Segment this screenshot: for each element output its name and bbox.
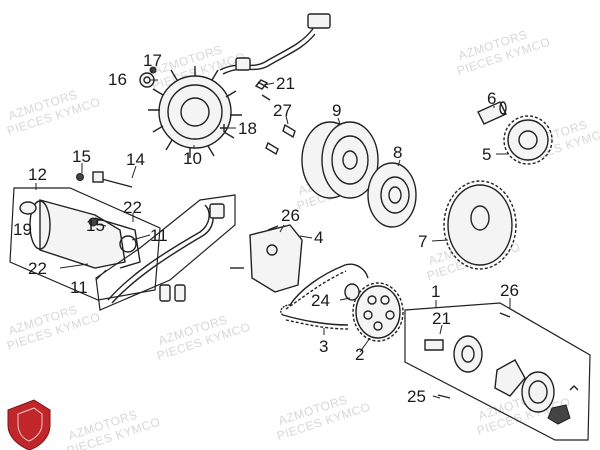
leader-lines bbox=[35, 68, 511, 399]
label-15-top: 15 bbox=[72, 147, 91, 166]
label-17: 17 bbox=[143, 51, 162, 70]
brand-logo bbox=[7, 399, 51, 450]
label-16: 16 bbox=[108, 70, 127, 89]
drive-chain bbox=[280, 263, 369, 330]
label-5: 5 bbox=[482, 145, 491, 164]
label-22-top: 22 bbox=[123, 198, 142, 217]
label-4: 4 bbox=[314, 228, 323, 247]
starter-motor bbox=[9, 187, 161, 301]
label-7: 7 bbox=[418, 232, 427, 251]
label-6: 6 bbox=[487, 89, 496, 108]
label-11-right: 11 bbox=[150, 226, 168, 245]
label-21-top: 21 bbox=[276, 74, 295, 93]
label-26-bottom: 25 bbox=[407, 387, 426, 406]
screw-set bbox=[76, 171, 133, 188]
label-22-bottom: 22 bbox=[28, 259, 47, 278]
label-24: 24 bbox=[311, 291, 330, 310]
label-2: 2 bbox=[355, 345, 364, 364]
label-10: 10 bbox=[183, 149, 202, 168]
starter-clutch bbox=[367, 162, 417, 228]
label-9: 9 bbox=[332, 101, 341, 120]
label-27: 27 bbox=[273, 101, 292, 120]
label-21-bottom: 21 bbox=[432, 309, 451, 328]
label-26-top: 26 bbox=[500, 281, 519, 300]
label-8: 8 bbox=[393, 143, 402, 162]
chain-guide bbox=[230, 224, 303, 293]
label-25: 26 bbox=[281, 206, 300, 225]
label-19: 18 bbox=[238, 119, 257, 138]
oil-pump-assembly bbox=[404, 302, 591, 441]
stator-coil bbox=[148, 13, 331, 158]
label-15-bottom: 15 bbox=[86, 216, 105, 235]
label-12: 12 bbox=[28, 165, 47, 184]
label-1: 1 bbox=[431, 282, 440, 301]
part-labels: 12 19 15 14 22 15 11 22 11 16 17 21 27 1… bbox=[13, 51, 519, 406]
idle-gear bbox=[503, 115, 553, 165]
bolt-group bbox=[220, 79, 296, 156]
label-18: 19 bbox=[13, 220, 32, 239]
shaft bbox=[477, 101, 507, 125]
label-3: 3 bbox=[319, 337, 328, 356]
sprocket bbox=[344, 282, 404, 342]
starter-driven-gear bbox=[443, 180, 517, 270]
flywheel bbox=[301, 121, 379, 199]
label-14: 14 bbox=[126, 150, 145, 169]
label-11-bottom: 11 bbox=[70, 278, 88, 297]
